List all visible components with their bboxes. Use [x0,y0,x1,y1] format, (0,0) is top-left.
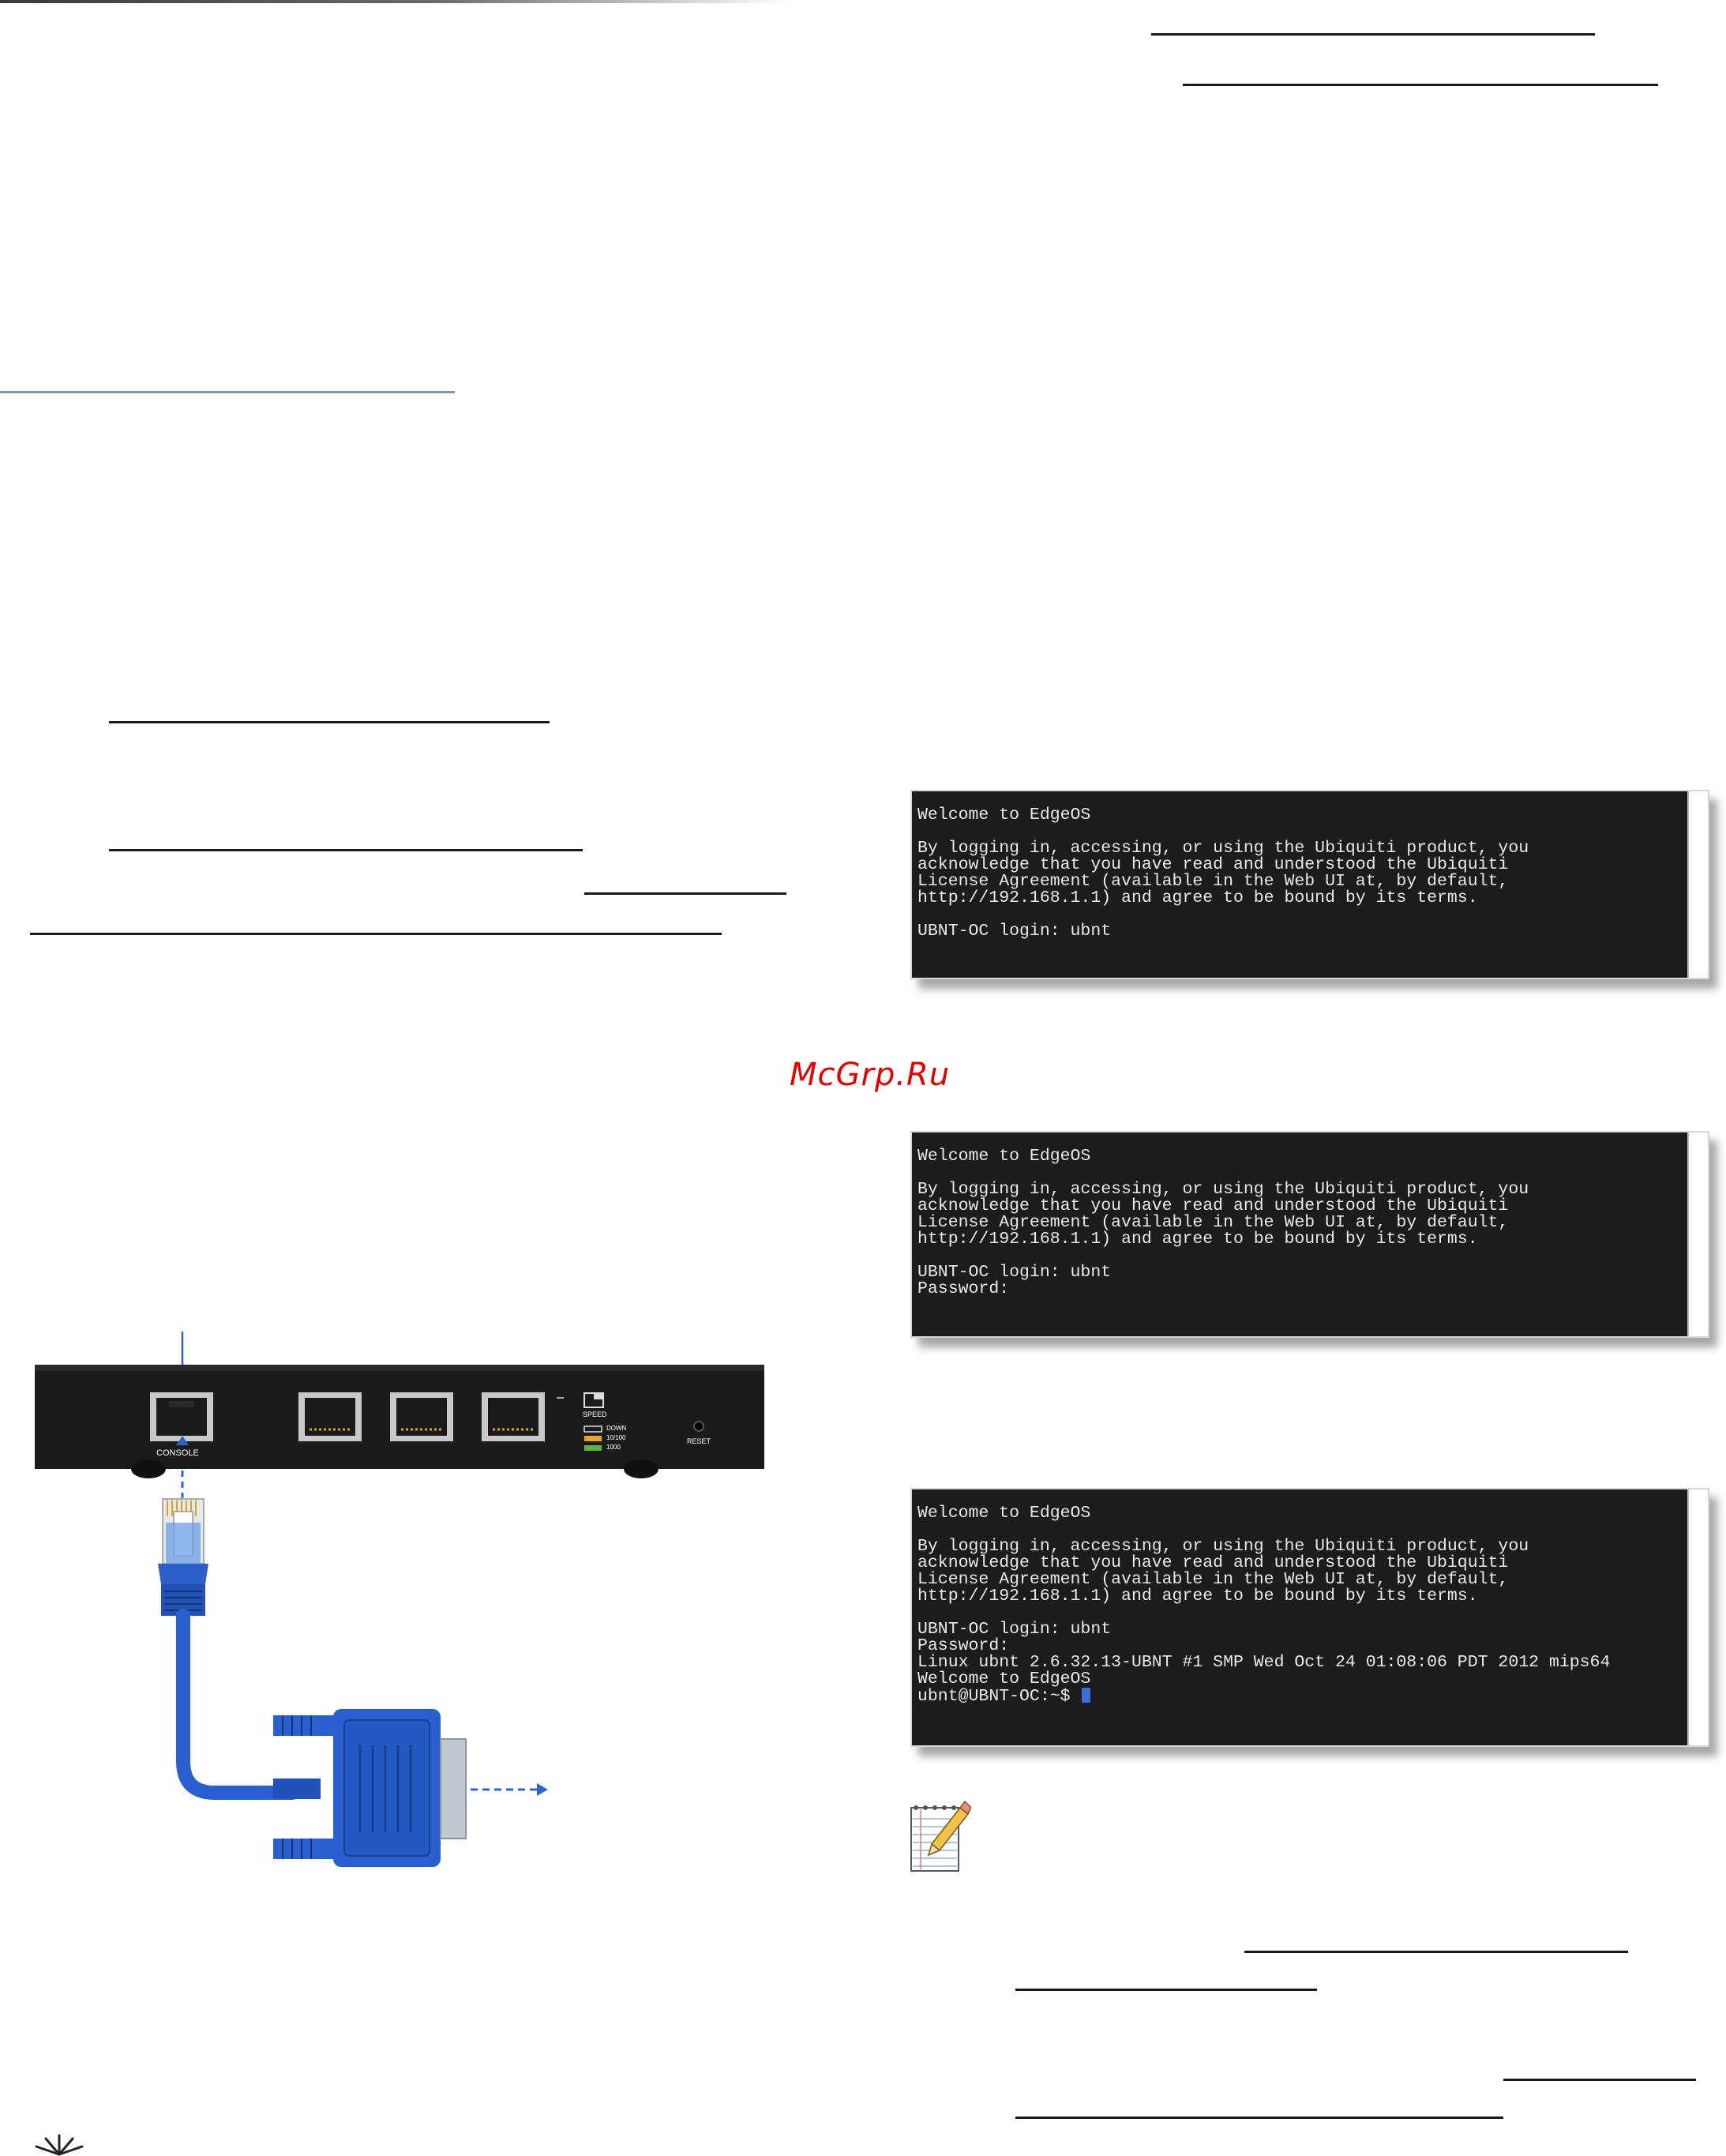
watermark-text: McGrp.Ru [790,1057,951,1093]
terminal-line: By logging in, accessing, or using the U… [917,1180,1529,1199]
terminal-line: License Agreement (available in the Web … [917,1213,1509,1232]
terminal-line: http://192.168.1.1) and agree to be boun… [917,1230,1478,1249]
terminal-line: acknowledge that you have read and under… [917,855,1509,874]
terminal-screenshot-shell: Welcome to EdgeOS By logging in, accessin… [910,1488,1709,1747]
underline-rule [30,933,722,935]
terminal-line: http://192.168.1.1) and agree to be boun… [917,1587,1478,1606]
legend-down-label: DOWN [606,1425,627,1432]
section-rule [0,391,455,393]
terminal-line [917,824,1708,840]
terminal-line: Password: [917,1636,1010,1655]
speed-label: SPEED [583,1410,607,1418]
terminal-line: Welcome to EdgeOS [917,1147,1091,1166]
underline-rule [109,849,583,851]
legend-10-100-label: 10/100 [606,1434,626,1441]
underline-rule [584,892,786,895]
header-rule [0,0,790,3]
underline-rule [1244,1951,1628,1953]
terminal-line: By logging in, accessing, or using the U… [917,839,1529,858]
terminal-line [917,1605,1708,1621]
terminal-line: acknowledge that you have read and under… [917,1196,1509,1215]
terminal-line [917,1248,1708,1264]
ubiquiti-logo-icon [35,2134,84,2156]
console-port-label: CONSOLE [156,1448,199,1458]
underline-rule [1015,2117,1503,2119]
terminal-line: License Agreement (available in the Web … [917,1570,1509,1589]
terminal-cursor [1082,1688,1091,1703]
underline-rule [1183,84,1658,86]
terminal-line: ubnt@UBNT-OC:~$ [917,1688,1708,1705]
terminal-line [917,907,1708,923]
terminal-line: Welcome to EdgeOS [917,806,1091,824]
terminal-line: License Agreement (available in the Web … [917,872,1509,891]
terminal-screenshot-login: Welcome to EdgeOS By logging in, accessin… [910,790,1709,979]
terminal-line: acknowledge that you have read and under… [917,1553,1509,1572]
reset-label: RESET [687,1437,711,1445]
terminal-screenshot-password: Welcome to EdgeOS By logging in, accessin… [910,1131,1709,1338]
terminal-line: UBNT-OC login: ubnt [917,1263,1112,1282]
router-panel-illustration: CONSOLE SPEED DOWN 10/100 1000 RESET [32,1319,766,1895]
terminal-line: Linux ubnt 2.6.32.13-UBNT #1 SMP Wed Oct… [917,1653,1611,1672]
terminal-line [917,1522,1708,1538]
terminal-line: By logging in, accessing, or using the U… [917,1537,1529,1556]
underline-rule [1151,33,1595,36]
legend-1000-label: 1000 [606,1444,621,1451]
terminal-line: UBNT-OC login: ubnt [917,1620,1112,1639]
notepad-pencil-icon [910,1800,971,1872]
terminal-line [917,1165,1708,1181]
terminal-line: Password: [917,1279,1010,1298]
terminal-line: UBNT-OC login: ubnt [917,922,1112,941]
underline-rule [1015,1989,1317,1991]
terminal-line: Welcome to EdgeOS [917,1504,1091,1523]
underline-rule [1503,2079,1696,2081]
terminal-line: http://192.168.1.1) and agree to be boun… [917,888,1478,907]
underline-rule [109,721,550,723]
terminal-line: Welcome to EdgeOS [917,1670,1091,1688]
